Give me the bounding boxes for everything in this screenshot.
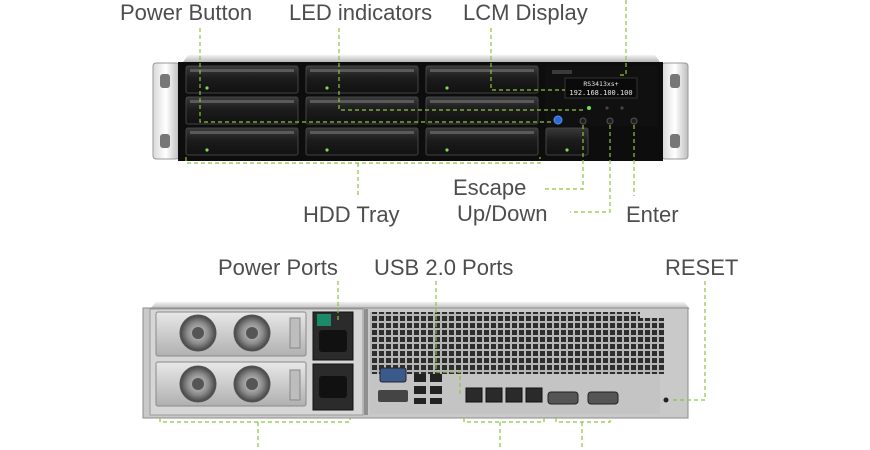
escape-button[interactable]	[579, 117, 587, 125]
lcm-display-label: LCM Display	[463, 0, 588, 25]
up-down-button[interactable]	[606, 117, 614, 125]
lan-ports	[465, 387, 543, 403]
enter-label: Enter	[626, 202, 679, 227]
front-panel: RS3413xs+ 192.168.100.100	[152, 55, 689, 161]
usb-ports-label: USB 2.0 Ports	[374, 255, 514, 280]
reset-label: RESET	[665, 255, 739, 280]
power-button-label: Power Button	[120, 0, 253, 25]
usb-ports	[414, 374, 442, 404]
lcm-line2: 192.168.100.100	[569, 89, 632, 97]
hdd-tray-label: HDD Tray	[303, 202, 400, 227]
power-button[interactable]	[553, 115, 563, 125]
callout-lines	[159, 0, 706, 448]
up-down-label: Up/Down	[457, 201, 548, 226]
lcm-line1: RS3413xs+	[583, 80, 618, 88]
power-ports-label: Power Ports	[218, 255, 338, 280]
enter-button[interactable]	[630, 117, 638, 125]
rear-panel	[142, 302, 690, 419]
escape-label: Escape	[453, 175, 527, 200]
reset-button[interactable]	[663, 397, 669, 403]
led-indicators-label: LED indicators	[289, 0, 433, 25]
status-led	[587, 106, 591, 110]
